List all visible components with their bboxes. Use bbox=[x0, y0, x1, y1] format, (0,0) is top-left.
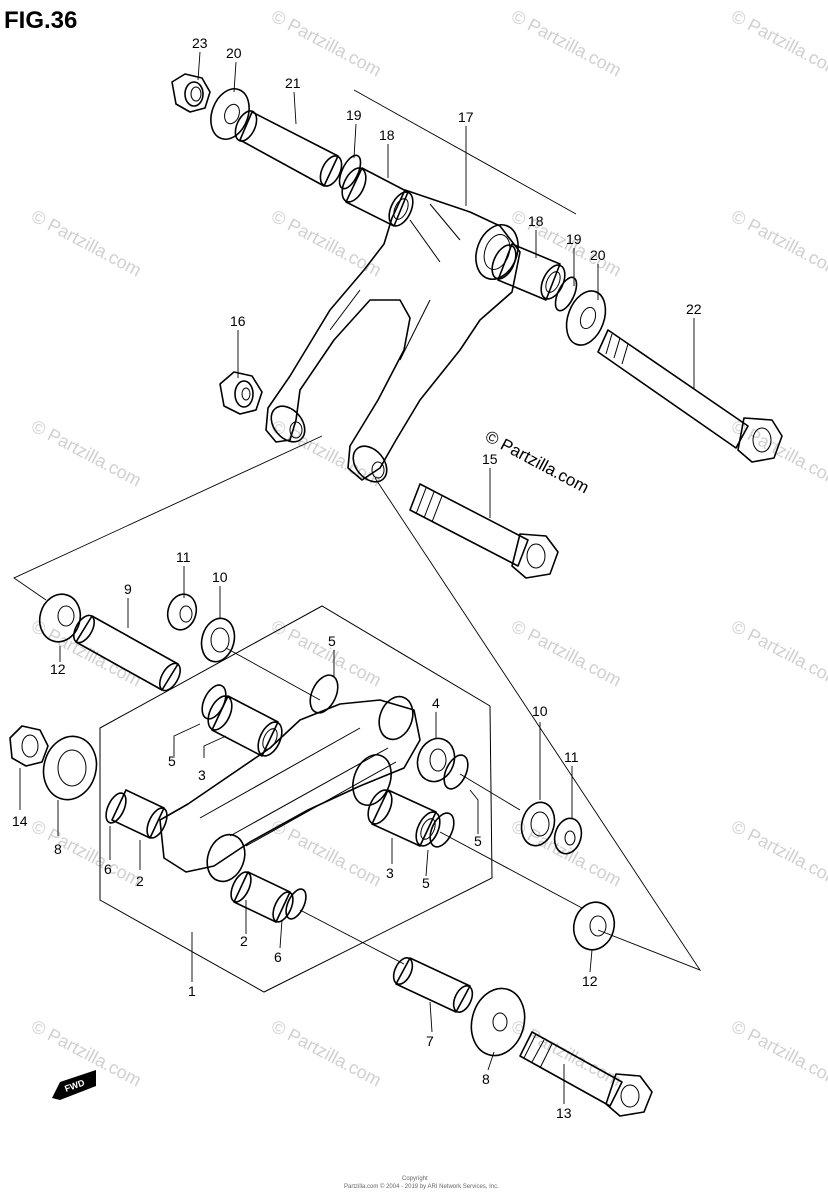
watermark-tile: © Partzilla.com bbox=[268, 616, 384, 691]
watermark-tile: © Partzilla.com bbox=[728, 816, 828, 891]
callout-11-left[interactable]: 11 bbox=[176, 549, 191, 565]
part-8-washer-right[interactable] bbox=[464, 982, 532, 1061]
callout-17[interactable]: 17 bbox=[458, 109, 474, 125]
watermark-tile: © Partzilla.com bbox=[508, 616, 624, 691]
callout-22[interactable]: 22 bbox=[686, 301, 702, 317]
part-1-cushion-rod[interactable] bbox=[159, 692, 421, 887]
callout-8-right[interactable]: 8 bbox=[482, 1071, 490, 1087]
part-15-bolt[interactable] bbox=[409, 483, 559, 579]
part-8-washer-left[interactable] bbox=[37, 730, 104, 805]
callout-leaders bbox=[19, 51, 695, 1104]
watermark-tile: © Partzilla.com bbox=[28, 416, 144, 491]
callout-14[interactable]: 14 bbox=[12, 813, 28, 829]
callout-1[interactable]: 1 bbox=[188, 983, 196, 999]
part-18-bearing-left[interactable] bbox=[337, 164, 417, 229]
callout-18-right[interactable]: 18 bbox=[528, 213, 544, 229]
part-3-bearing-lower[interactable] bbox=[363, 786, 444, 849]
part-20-washer-right[interactable] bbox=[560, 286, 613, 351]
callout-10-right[interactable]: 10 bbox=[532, 703, 548, 719]
callout-16[interactable]: 16 bbox=[230, 313, 246, 329]
watermark-tile: © Partzilla.com bbox=[268, 6, 384, 81]
fwd-arrow-icon bbox=[52, 1070, 96, 1100]
callout-10-left[interactable]: 10 bbox=[212, 569, 228, 585]
part-10-oil-seal-left[interactable] bbox=[197, 615, 239, 666]
lower-assembly bbox=[9, 590, 653, 1117]
callout-5-left[interactable]: 5 bbox=[168, 753, 176, 769]
callout-15[interactable]: 15 bbox=[482, 451, 498, 467]
callout-4[interactable]: 4 bbox=[432, 695, 440, 711]
callout-12-right[interactable]: 12 bbox=[582, 973, 598, 989]
watermark-tile: © Partzilla.com bbox=[268, 206, 384, 281]
part-11-seal-left[interactable] bbox=[164, 591, 200, 633]
callout-8-left[interactable]: 8 bbox=[54, 841, 62, 857]
part-20-washer-left[interactable] bbox=[204, 83, 256, 144]
watermark-tile: © Partzilla.com bbox=[508, 1016, 624, 1091]
part-19-ring-right[interactable] bbox=[551, 274, 581, 313]
copyright-line-1: Copyright bbox=[402, 1176, 428, 1182]
part-2-bearing-lower[interactable] bbox=[227, 869, 297, 925]
part-6-ring-lower[interactable] bbox=[282, 886, 310, 922]
callout-12-left[interactable]: 12 bbox=[50, 661, 66, 677]
part-12-washer-right[interactable] bbox=[568, 898, 619, 955]
watermark-tile: © Partzilla.com bbox=[728, 6, 828, 81]
fwd-badge: FWD bbox=[52, 1070, 96, 1100]
callout-5-right[interactable]: 5 bbox=[474, 833, 482, 849]
callout-3-upper[interactable]: 3 bbox=[198, 767, 206, 783]
part-2-bearing-left[interactable] bbox=[111, 789, 171, 841]
callout-9[interactable]: 9 bbox=[124, 581, 132, 597]
part-22-bolt[interactable] bbox=[597, 329, 783, 463]
figure-title: FIG.36 bbox=[4, 7, 77, 34]
part-3-bearing-upper[interactable] bbox=[203, 692, 286, 759]
part-4-spacer[interactable] bbox=[412, 733, 461, 787]
part-5-ring-d[interactable] bbox=[425, 809, 458, 850]
watermark-tile: © Partzilla.com bbox=[28, 616, 144, 691]
callout-6-lower[interactable]: 6 bbox=[274, 949, 282, 965]
part-16-nut[interactable] bbox=[219, 371, 263, 415]
part-13-bolt[interactable] bbox=[519, 1031, 653, 1117]
callout-21[interactable]: 21 bbox=[285, 75, 301, 91]
callout-18-left[interactable]: 18 bbox=[379, 127, 395, 143]
part-21-sleeve[interactable] bbox=[231, 108, 346, 190]
watermark-tile: © Partzilla.com bbox=[728, 616, 828, 691]
part-23-nut[interactable] bbox=[171, 73, 211, 113]
part-5-ring-a[interactable] bbox=[305, 671, 344, 717]
watermark-tile: © Partzilla.com bbox=[728, 206, 828, 281]
part-6-ring-left[interactable] bbox=[102, 790, 130, 826]
part-12-washer-left[interactable] bbox=[34, 590, 85, 647]
part-10-oil-seal-right[interactable] bbox=[517, 799, 559, 850]
callout-23[interactable]: 23 bbox=[192, 35, 208, 51]
part-5-ring-c[interactable] bbox=[439, 751, 472, 792]
watermark-tile: © Partzilla.com bbox=[728, 1016, 828, 1091]
copyright-line-2: Partzilla.com © 2004 - 2019 by ARI Netwo… bbox=[344, 1183, 499, 1190]
watermark-tile: © Partzilla.com bbox=[268, 1016, 384, 1091]
callout-7[interactable]: 7 bbox=[426, 1033, 434, 1049]
upper-assembly bbox=[171, 73, 783, 579]
callout-labels: 23 20 21 19 18 17 18 19 20 22 16 15 11 1… bbox=[12, 35, 702, 1121]
watermark-tile: © Partzilla.com bbox=[268, 816, 384, 891]
watermark-layer: © Partzilla.com © Partzilla.com © Partzill… bbox=[28, 6, 828, 1091]
callout-2-left[interactable]: 2 bbox=[136, 873, 144, 889]
callout-5-top[interactable]: 5 bbox=[328, 633, 336, 649]
callout-5-lower[interactable]: 5 bbox=[422, 875, 430, 891]
watermark-tile: © Partzilla.com bbox=[28, 206, 144, 281]
part-17-cushion-lever[interactable] bbox=[264, 189, 525, 488]
callout-3-lower[interactable]: 3 bbox=[386, 865, 394, 881]
part-9-collar[interactable] bbox=[70, 612, 185, 694]
part-11-seal-right[interactable] bbox=[551, 815, 585, 857]
callout-6-left[interactable]: 6 bbox=[104, 861, 112, 877]
callout-2-lower[interactable]: 2 bbox=[240, 933, 248, 949]
watermark-main: © Partzilla.com bbox=[482, 427, 592, 498]
assembly-guide-lines bbox=[13, 89, 702, 993]
callout-20-right[interactable]: 20 bbox=[590, 247, 606, 263]
part-14-nut[interactable] bbox=[9, 725, 49, 767]
watermark-tile: © Partzilla.com bbox=[508, 6, 624, 81]
part-7-collar[interactable] bbox=[390, 955, 476, 1015]
callout-20-left[interactable]: 20 bbox=[226, 45, 242, 61]
callout-19-left[interactable]: 19 bbox=[346, 107, 362, 123]
callout-19-right[interactable]: 19 bbox=[566, 231, 582, 247]
callout-13[interactable]: 13 bbox=[556, 1105, 572, 1121]
callout-11-right[interactable]: 11 bbox=[564, 749, 579, 765]
